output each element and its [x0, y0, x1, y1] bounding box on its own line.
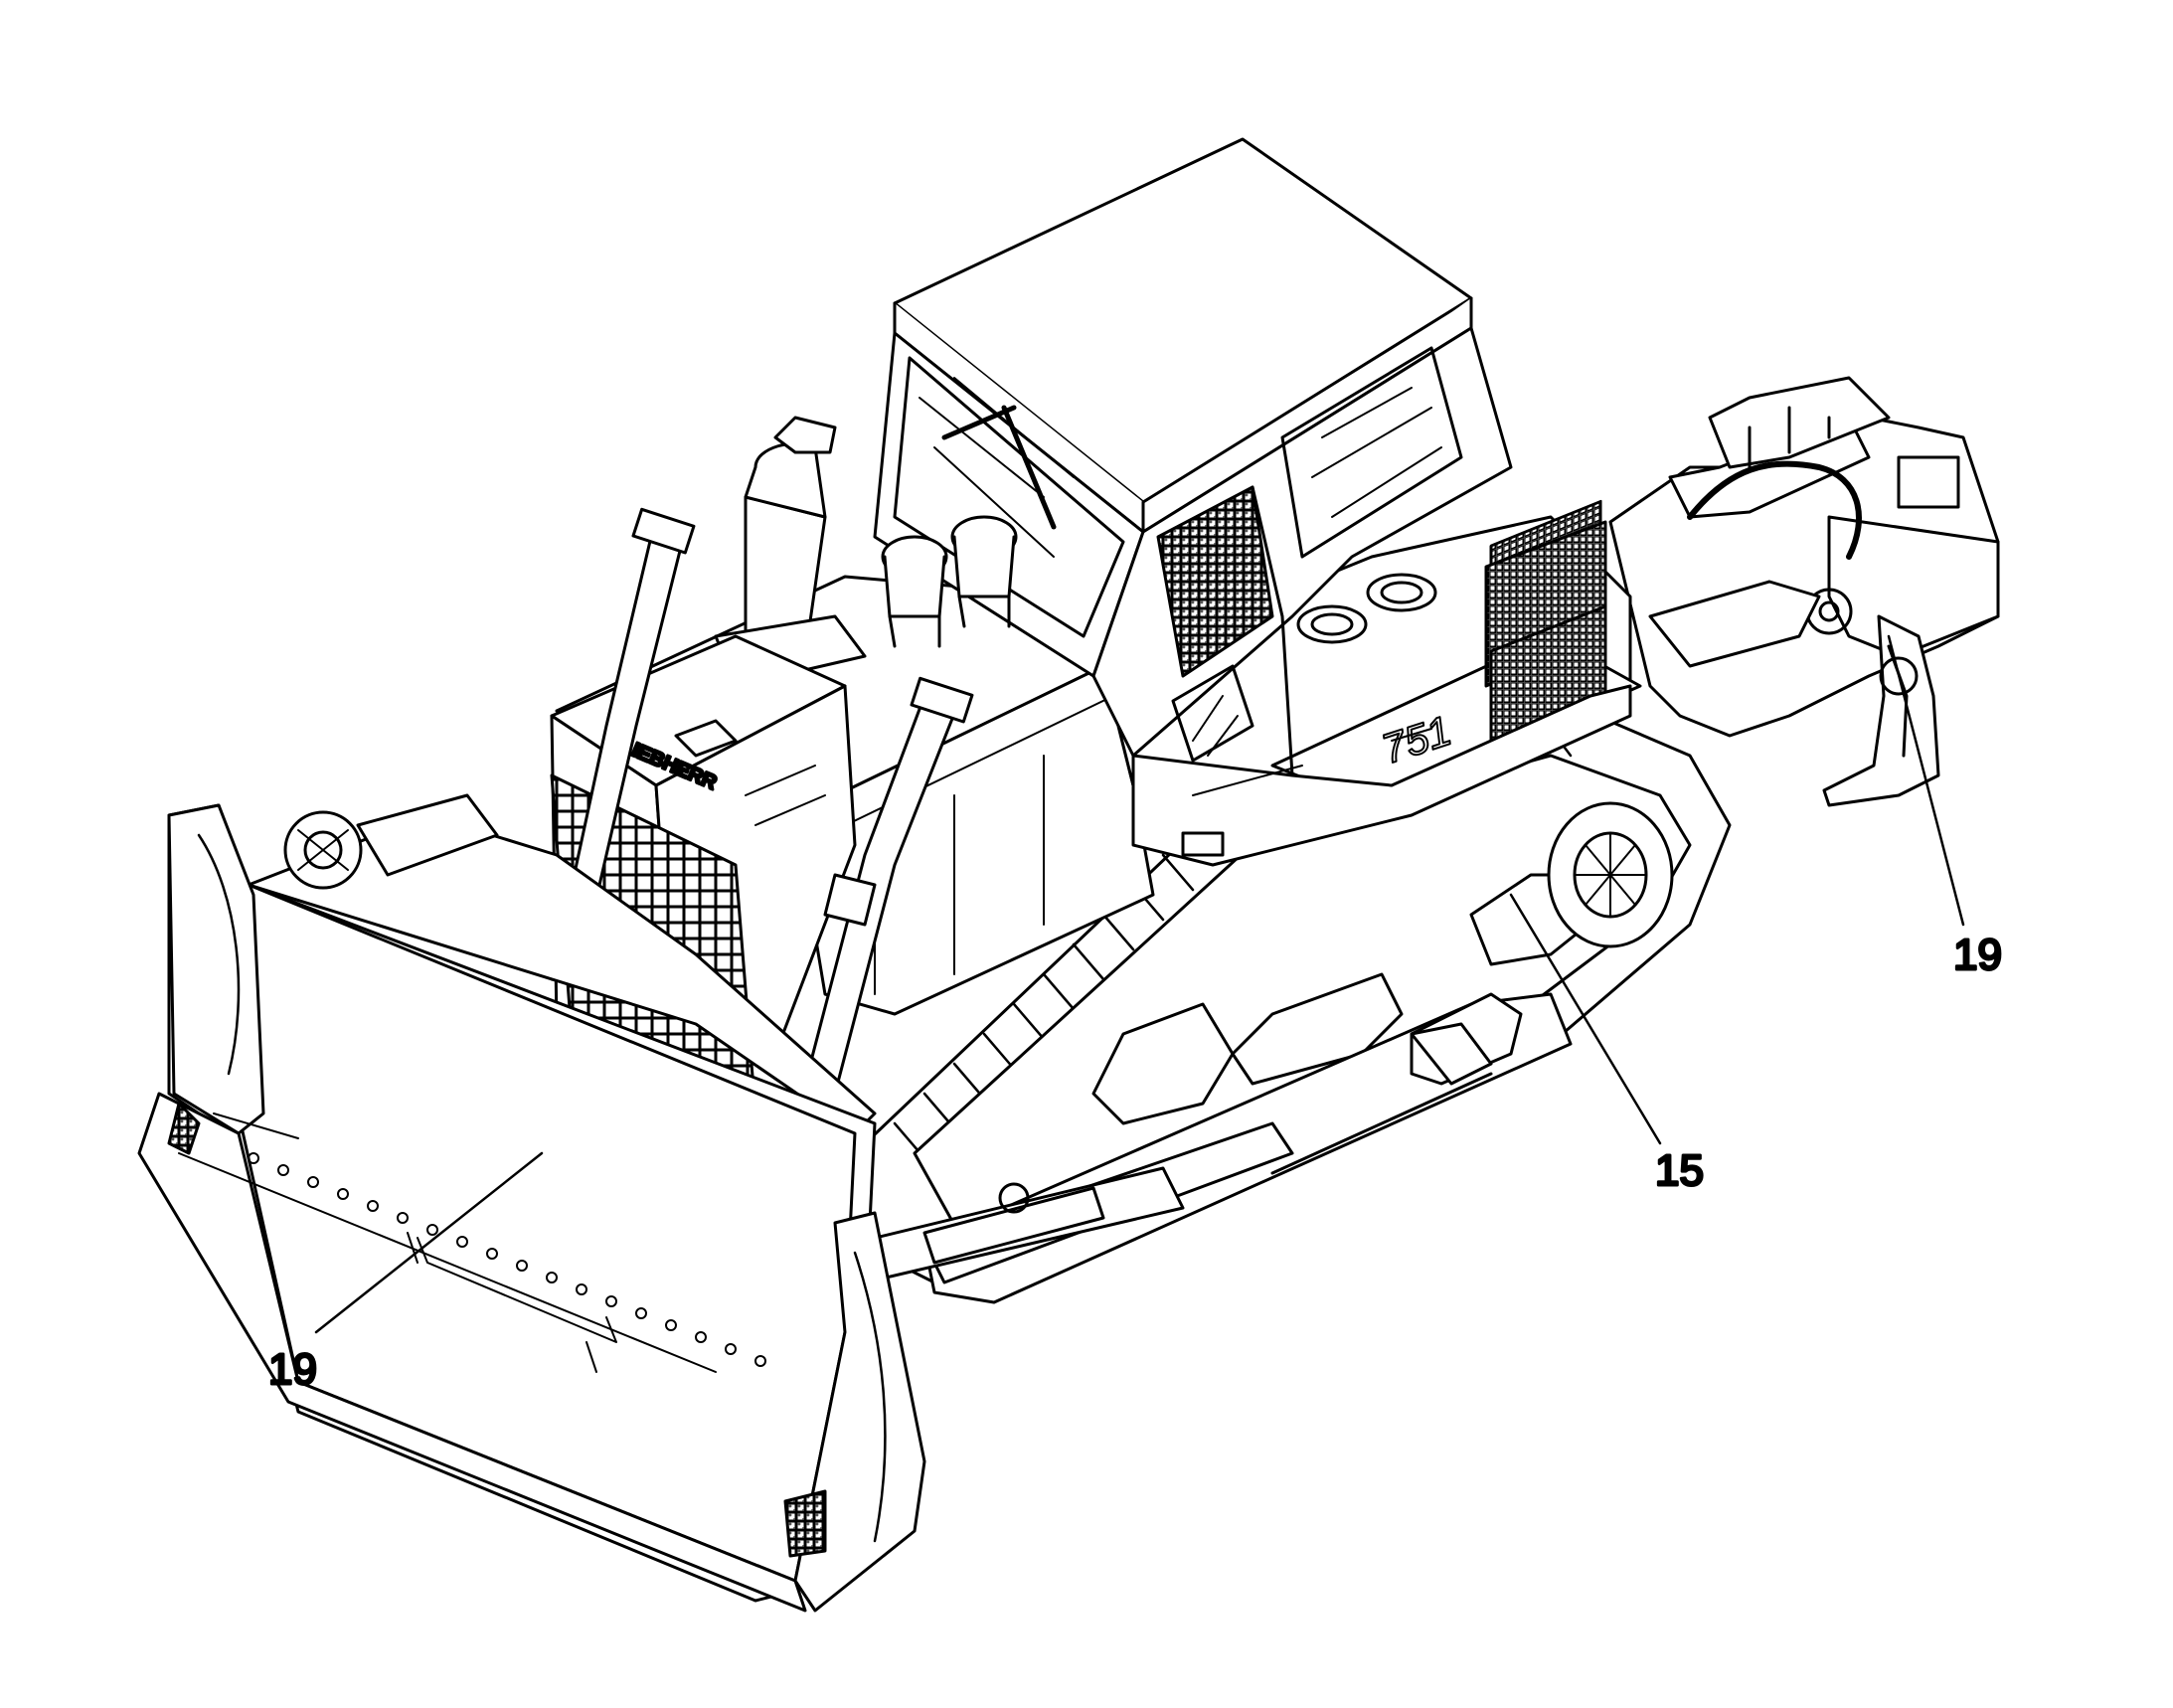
- tilt-cylinder: [922, 1186, 1105, 1265]
- edge-segment-joint: [417, 1237, 617, 1343]
- leader-blade: [314, 1151, 544, 1334]
- ripper-cylinder-right: [1708, 376, 1891, 469]
- radiator-side-ribs: [745, 765, 826, 826]
- track-frame-groove: [1270, 1072, 1493, 1175]
- leader-ripper: [1887, 634, 1965, 927]
- rear-ripper: [1608, 376, 2000, 807]
- fuel-filler-caps: [1296, 573, 1437, 644]
- ripper-bracket: [1897, 455, 1960, 509]
- side-window-reflections: [1311, 387, 1442, 518]
- cab-side-window-rear: [1280, 346, 1463, 559]
- blade-left-end-bit: [167, 803, 265, 1135]
- lift-cylinder-right-cap: [910, 676, 974, 724]
- cutting-edge-bolts: [248, 1152, 766, 1367]
- door-window-mark: [1192, 695, 1239, 757]
- callout-track-label: 15: [1655, 1146, 1704, 1195]
- blade-push-arm: [853, 1022, 1493, 1284]
- blade-trunnion: [283, 810, 363, 890]
- ripper-pivot-center: [1818, 600, 1840, 622]
- callout-ripper-label: 19: [1953, 931, 2002, 979]
- air-precleaners: [881, 515, 1018, 648]
- cab-step-light: [1181, 831, 1225, 857]
- cab-door-lower-window: [1171, 664, 1254, 763]
- lift-cylinder-left-cap: [631, 507, 696, 555]
- leader-track: [1509, 893, 1662, 1145]
- badge-underline: [1391, 728, 1432, 742]
- ripper-cylinder-rings: [1748, 406, 1831, 469]
- cab-front-glass: [893, 356, 1125, 638]
- cutting-edge-bevel: [178, 1112, 717, 1373]
- dozer-blade: [137, 793, 926, 1613]
- ripper-pin: [1879, 656, 1919, 696]
- operator-cab: [873, 137, 1632, 867]
- blade-brace: [356, 793, 499, 877]
- cab-door-window: [1156, 485, 1274, 678]
- right-end-bit-bolts: [783, 1489, 827, 1558]
- edge-segment-joint-1: [407, 1232, 418, 1264]
- ripper-link-arm: [1648, 580, 1821, 668]
- cutting-edge: [137, 1092, 807, 1613]
- wiper-arm: [941, 405, 1057, 530]
- callout-blade-label: 19: [268, 1345, 317, 1394]
- idler-wheel: [1547, 801, 1674, 948]
- equalizer-bracket: [1410, 1022, 1493, 1086]
- blade-right-curve: [853, 1251, 887, 1543]
- tilt-pin: [998, 1182, 1030, 1214]
- blade-right-end-bit: [793, 1211, 926, 1613]
- cab-base: [1131, 684, 1632, 867]
- callout-leaders: [314, 634, 1965, 1334]
- blade-left-curve: [197, 833, 241, 1076]
- radiator-cap-plate: [674, 719, 738, 758]
- cab-step-plate: [1192, 765, 1303, 796]
- lift-cylinder-right-clamp: [823, 873, 877, 927]
- cab-door-edge: [1251, 485, 1294, 777]
- left-end-bit-bolts: [167, 1102, 201, 1155]
- ripper-hose: [1687, 460, 1862, 560]
- edge-segment-joint-2: [585, 1341, 597, 1373]
